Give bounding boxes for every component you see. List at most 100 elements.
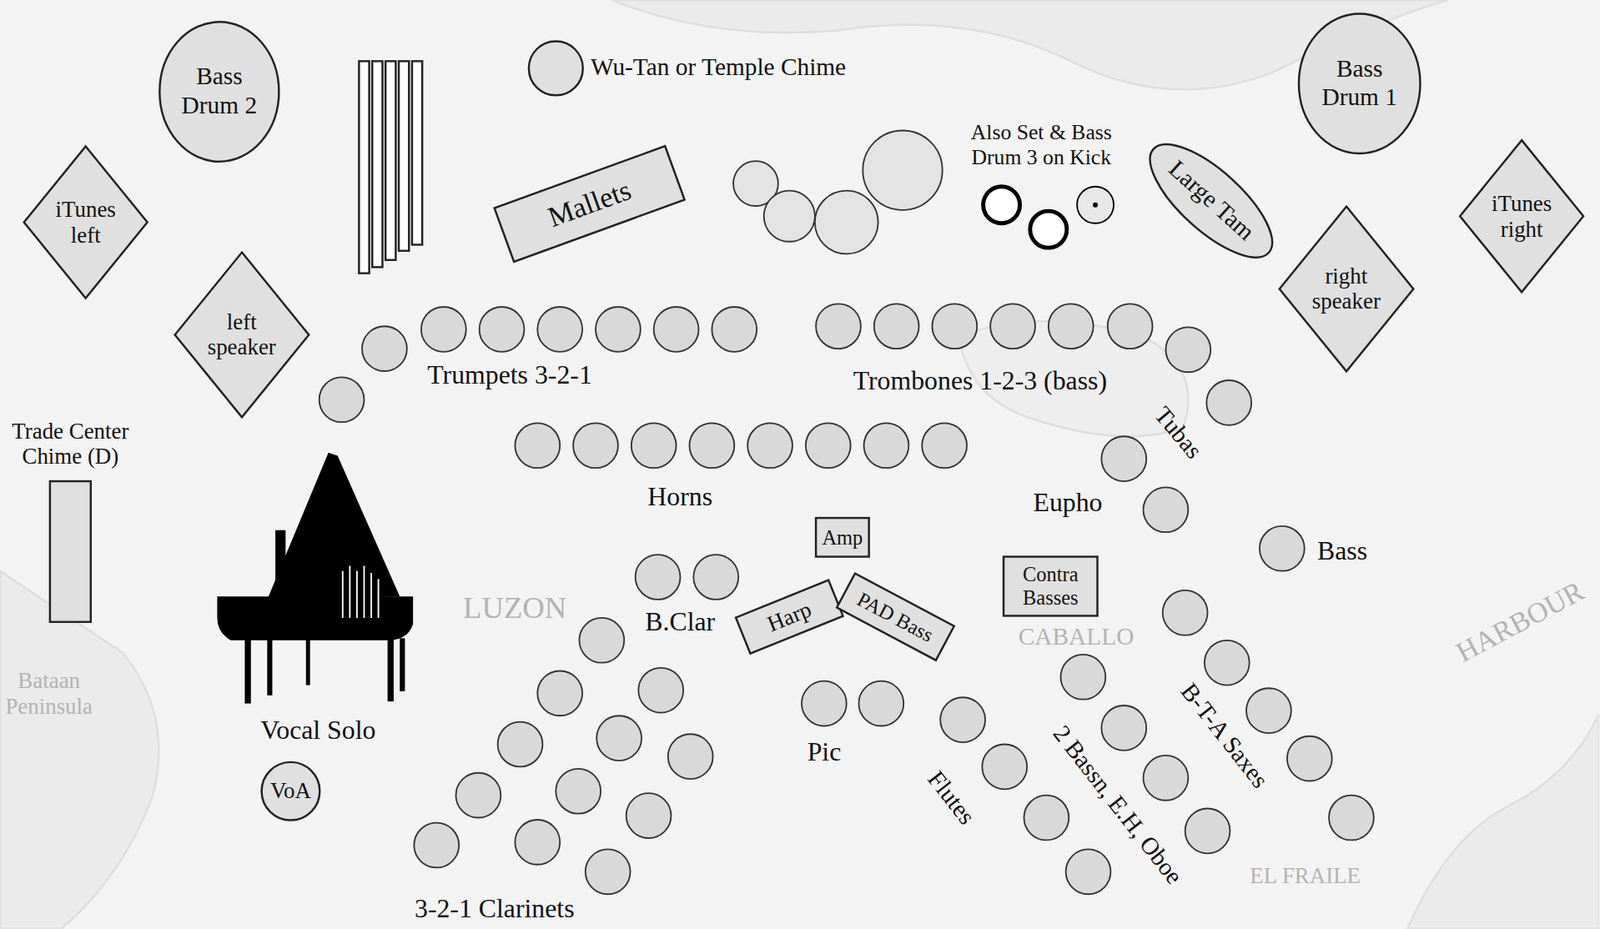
section-label: Eupho bbox=[1032, 487, 1102, 519]
player-seat bbox=[413, 823, 459, 869]
node-outline bbox=[527, 40, 584, 97]
player-seat bbox=[498, 722, 544, 768]
chime-bars bbox=[358, 60, 423, 273]
player-seat bbox=[1143, 487, 1189, 533]
outline-shape bbox=[815, 518, 870, 557]
player-seat bbox=[668, 734, 714, 780]
outline-shape bbox=[1132, 126, 1289, 276]
player-seat bbox=[874, 303, 920, 349]
player-seat bbox=[479, 306, 525, 353]
piano-leg bbox=[266, 638, 272, 695]
chime-circle: Wu-Tan or Temple Chime bbox=[527, 40, 584, 97]
tam-ellipse: Large Tam bbox=[1130, 124, 1291, 277]
player-seat bbox=[1107, 303, 1153, 349]
player-seat bbox=[805, 422, 851, 468]
map-label: LUZON bbox=[462, 589, 567, 625]
cymbal bbox=[1076, 186, 1114, 224]
outline-shape bbox=[836, 573, 955, 661]
map-label: CABALLO bbox=[1018, 623, 1135, 652]
kit-drums bbox=[983, 186, 1114, 248]
drum-set bbox=[733, 130, 943, 254]
piano-leg bbox=[399, 638, 405, 692]
player-seat bbox=[631, 422, 677, 468]
piano-symbol bbox=[216, 452, 413, 705]
player-seat bbox=[1206, 380, 1252, 426]
player-seat bbox=[456, 773, 502, 819]
player-seat bbox=[1143, 755, 1189, 801]
player-seat bbox=[578, 618, 624, 664]
section-label: B.Clar bbox=[644, 606, 715, 638]
node-label: VoA bbox=[270, 778, 312, 805]
player-seats bbox=[319, 303, 1374, 895]
player-seat bbox=[626, 793, 672, 839]
outline-shape bbox=[174, 251, 309, 418]
instrument-box: PAD Bass bbox=[835, 572, 956, 662]
outline-shape bbox=[159, 21, 279, 162]
piano-desk bbox=[275, 530, 286, 599]
node-label: right speaker bbox=[1304, 262, 1389, 315]
player-seat bbox=[921, 422, 967, 468]
node-outline bbox=[49, 479, 92, 623]
player-seat bbox=[421, 306, 467, 353]
player-seat bbox=[689, 422, 735, 468]
drum bbox=[983, 186, 1021, 224]
section-label: Trumpets 3-2-1 bbox=[427, 360, 593, 392]
speaker-diamond: right speaker bbox=[1277, 204, 1415, 373]
chime-bar bbox=[372, 60, 383, 267]
player-seat bbox=[537, 670, 583, 716]
player-seat bbox=[801, 681, 847, 727]
player-seat bbox=[858, 681, 904, 727]
player-seat bbox=[981, 744, 1027, 790]
node-label: Contra Basses bbox=[1009, 563, 1092, 610]
section-label: Horns bbox=[647, 482, 713, 514]
piano-string bbox=[356, 571, 358, 619]
node-label: Wu-Tan or Temple Chime bbox=[590, 54, 846, 83]
chime-bar bbox=[398, 60, 409, 251]
chime-bar bbox=[49, 479, 92, 623]
piano-string bbox=[370, 573, 373, 619]
node-label: Bass Drum 1 bbox=[1318, 55, 1401, 112]
amp-box: Amp bbox=[815, 517, 871, 559]
outline-shape bbox=[1459, 140, 1584, 292]
speaker-diamond: left speaker bbox=[173, 250, 311, 418]
map-label: EL FRAILE bbox=[1249, 862, 1361, 889]
chime-bar bbox=[385, 60, 396, 260]
map-label: Bataan Peninsula bbox=[1, 667, 96, 720]
player-seat bbox=[747, 422, 793, 468]
player-seat bbox=[555, 769, 601, 815]
section-label: Vocal Solo bbox=[260, 715, 376, 747]
drum bbox=[862, 130, 942, 210]
node-label: Bass Drum 2 bbox=[178, 63, 261, 120]
piano-string bbox=[377, 578, 380, 618]
map-coast bbox=[0, 571, 159, 929]
player-seat bbox=[1165, 327, 1211, 373]
outline-shape bbox=[1003, 557, 1097, 617]
outline-shape bbox=[528, 41, 584, 96]
chime-bar bbox=[358, 60, 369, 273]
player-seat bbox=[1204, 640, 1250, 686]
player-seat bbox=[595, 306, 641, 353]
player-seat bbox=[654, 306, 700, 353]
instrument-box: Harp bbox=[734, 578, 845, 655]
player-seat bbox=[638, 668, 684, 714]
piano-string bbox=[342, 571, 344, 619]
player-seat bbox=[864, 422, 910, 468]
drum bbox=[1030, 211, 1067, 248]
outline-shape bbox=[24, 145, 148, 298]
player-seat bbox=[362, 326, 408, 372]
audio-diamond: iTunes right bbox=[1458, 138, 1585, 294]
player-seat bbox=[635, 554, 681, 600]
player-seat bbox=[815, 303, 861, 349]
drum bbox=[815, 191, 879, 255]
player-seat bbox=[1162, 590, 1208, 636]
player-seat bbox=[990, 303, 1036, 349]
map-coast bbox=[1407, 714, 1600, 929]
node-label: iTunes left bbox=[49, 196, 123, 249]
outline-shape bbox=[1279, 206, 1414, 372]
player-seat bbox=[1023, 795, 1069, 841]
section-label: Also Set & Bass Drum 3 on Kick bbox=[963, 120, 1119, 170]
instrument-box: Mallets bbox=[493, 145, 686, 264]
outline-shape bbox=[494, 145, 685, 262]
player-seat bbox=[585, 849, 631, 895]
instrument-box: Contra Basses bbox=[1002, 555, 1099, 617]
